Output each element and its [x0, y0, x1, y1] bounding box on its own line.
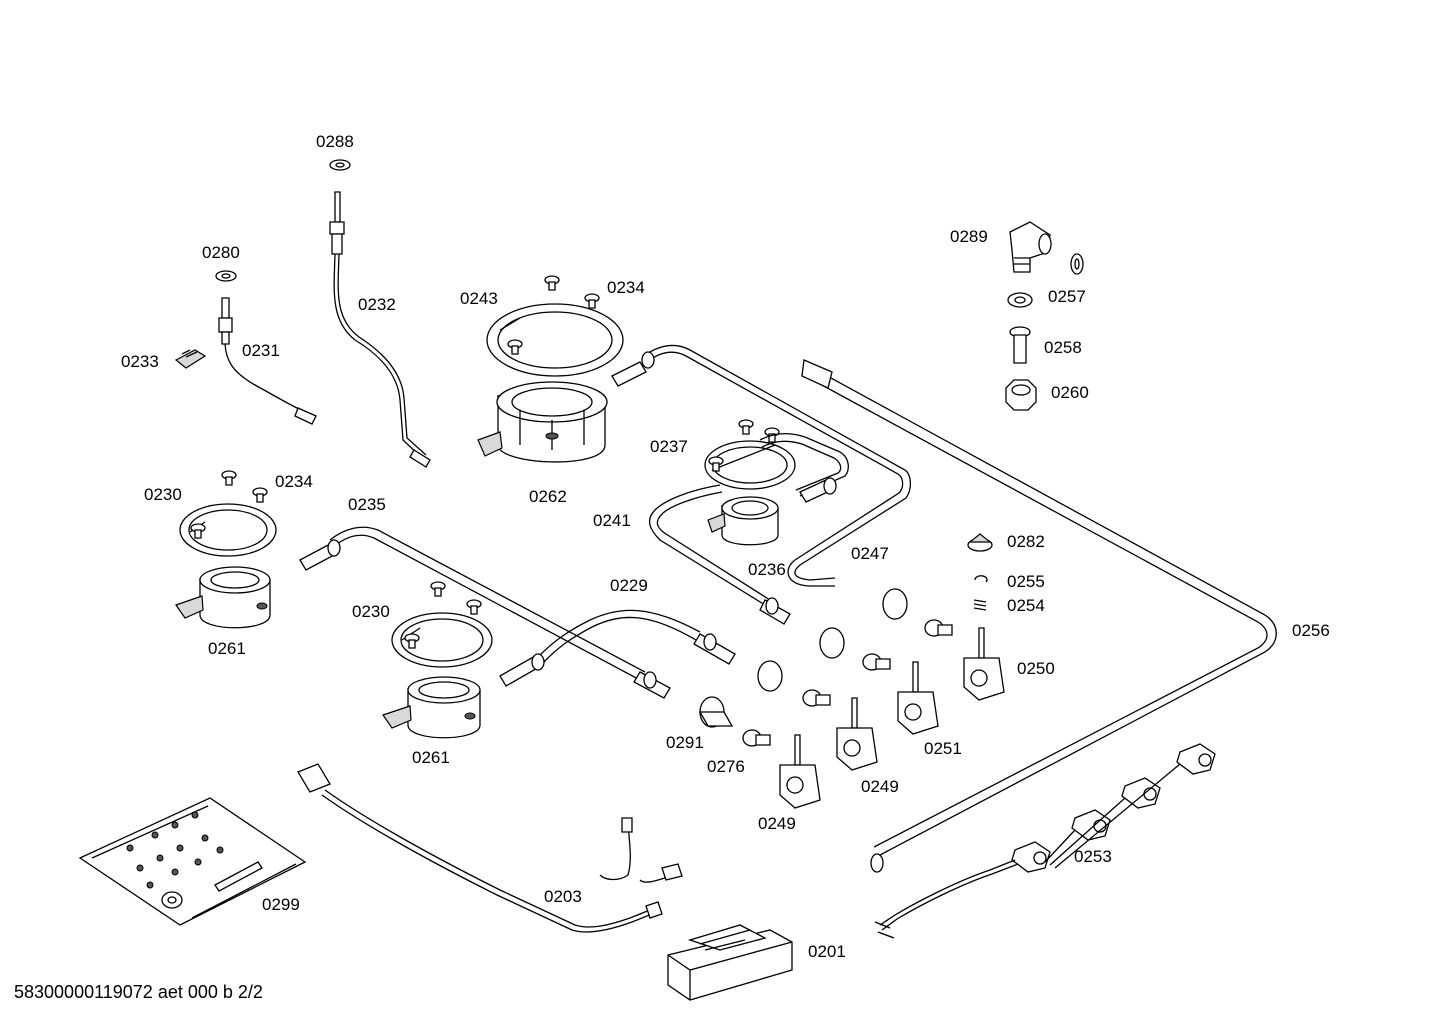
gas-pipe-0236-branch	[650, 485, 790, 624]
burner-base-0261-left	[176, 567, 270, 628]
knob-cap-0282	[968, 534, 992, 551]
label-0254: 0254	[1007, 596, 1045, 615]
label-0233: 0233	[121, 352, 159, 371]
label-0236: 0236	[748, 560, 786, 579]
burner-base-0236	[708, 497, 778, 545]
gas-pipe-0241	[612, 345, 910, 586]
label-0261-left: 0261	[208, 639, 246, 658]
label-0241: 0241	[593, 511, 631, 530]
nozzles-0276	[743, 620, 952, 746]
label-0231: 0231	[242, 341, 280, 360]
spring-0254	[974, 600, 986, 610]
label-0260: 0260	[1051, 383, 1089, 402]
parts-bag-0299	[80, 798, 305, 925]
burner-ring-0230-left	[180, 504, 276, 556]
label-0234-top: 0234	[607, 278, 645, 297]
label-0261-center: 0261	[412, 748, 450, 767]
gas-pipe-0256	[802, 360, 1276, 872]
label-0255: 0255	[1007, 572, 1045, 591]
label-0230-center: 0230	[352, 602, 390, 621]
label-0289: 0289	[950, 227, 988, 246]
valve-0251	[898, 662, 938, 734]
label-0243: 0243	[460, 289, 498, 308]
label-0232: 0232	[358, 295, 396, 314]
label-0256: 0256	[1292, 621, 1330, 640]
label-0234-left: 0234	[275, 472, 313, 491]
gas-pipe-0235	[300, 527, 670, 698]
valve-0250	[964, 628, 1004, 700]
label-0299: 0299	[262, 895, 300, 914]
label-0237: 0237	[650, 437, 688, 456]
burner-ring-0230-center	[392, 613, 492, 667]
label-0280: 0280	[202, 243, 240, 262]
nozzles-0291	[700, 589, 907, 727]
label-0247: 0247	[851, 544, 889, 563]
screws-0234-left	[191, 471, 267, 538]
ignition-switches-0253	[875, 744, 1215, 938]
label-0201: 0201	[808, 942, 846, 961]
label-0276: 0276	[707, 757, 745, 776]
burner-base-0262	[478, 382, 607, 462]
label-0203: 0203	[544, 887, 582, 906]
label-0291: 0291	[666, 733, 704, 752]
label-0282: 0282	[1007, 532, 1045, 551]
seal-0280	[216, 271, 236, 281]
valve-0249-mid	[837, 698, 877, 770]
burner-ring-0237	[705, 441, 795, 489]
elbow-0289	[1010, 222, 1051, 272]
burner-base-0261-center	[383, 677, 480, 738]
ignition-electrode-0231	[219, 298, 316, 424]
spring-clip-0255	[975, 576, 987, 582]
label-0235: 0235	[348, 495, 386, 514]
label-0253: 0253	[1074, 847, 1112, 866]
screws-0230-center	[405, 582, 481, 648]
washer-0257	[1008, 293, 1032, 307]
document-code: 58300000119072 aet 000 b 2/2	[14, 982, 263, 1002]
label-0257: 0257	[1048, 287, 1086, 306]
thermocouple-0232	[330, 192, 430, 467]
screws-0234-top	[508, 276, 599, 354]
label-0258: 0258	[1044, 338, 1082, 357]
label-0250: 0250	[1017, 659, 1055, 678]
ignition-module-0201	[668, 925, 792, 1000]
label-0249-front: 0249	[758, 814, 796, 833]
burner-ring-0243	[487, 304, 623, 376]
label-0288: 0288	[316, 132, 354, 151]
seal-0289	[1071, 254, 1083, 274]
seal-0288	[330, 160, 350, 170]
clip-0233	[176, 350, 205, 368]
gas-pipe-0247	[760, 434, 848, 502]
gas-pipe-0229	[500, 610, 735, 686]
adapter-0258	[1010, 327, 1030, 363]
valve-0249-front	[780, 735, 820, 808]
nut-0260	[1006, 380, 1036, 410]
label-0262: 0262	[529, 487, 567, 506]
wiring-harness-0203	[298, 764, 682, 932]
label-0230-left: 0230	[144, 485, 182, 504]
bag-screws	[127, 812, 223, 888]
label-0249-mid: 0249	[861, 777, 899, 796]
screws-0236	[709, 420, 779, 471]
label-0229: 0229	[610, 576, 648, 595]
label-0251: 0251	[924, 739, 962, 758]
